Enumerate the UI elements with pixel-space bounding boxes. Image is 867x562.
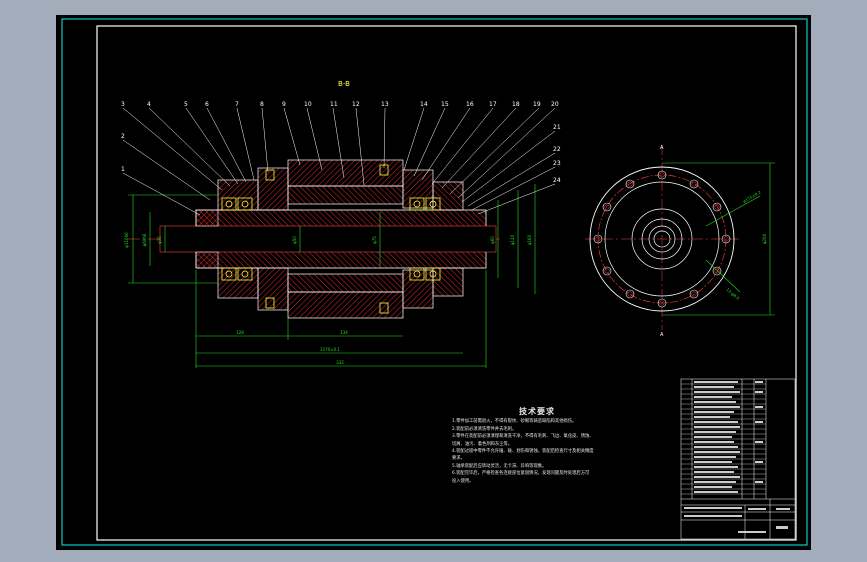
technical-requirements: 技术要求 1.零件加工前需退火，不得有裂纹、砂眼等铸造缺陷和其他损伤。 2.装配… [452,407,622,485]
part-number-11: 11 [330,101,338,108]
bom-text-blocks [684,381,790,533]
svg-text:φ35: φ35 [157,236,162,244]
view-cut-label-bottom: A [660,332,664,338]
part-number-2: 2 [121,133,125,140]
part-number-16: 16 [466,101,474,108]
requirement-line: 4.装配过程中零件不允许磕、碰、划伤和锈蚀，装配后检查尺寸及相关精度 [452,449,594,455]
svg-text:134: 134 [340,330,348,335]
requirement-line: 5.轴承装配后应转动灵活，无卡滞、异响等现象。 [452,463,547,469]
requirement-line: 投入使用。 [452,478,474,484]
section-label: B-B [338,80,350,88]
requirement-line: 6.装配完毕后，严格检查各连接部位紧固情况，发现问题及时处理后方可 [452,471,590,477]
part-number-9: 9 [282,101,286,108]
svg-text:φ110h6: φ110h6 [124,232,129,248]
svg-text:φ120: φ120 [510,234,515,245]
svg-text:φ200: φ200 [762,233,767,244]
bom-rows [681,383,766,495]
part-number-18: 18 [512,101,520,108]
part-number-8: 8 [260,101,264,108]
svg-text:φ60h6: φ60h6 [142,233,147,246]
part-number-1: 1 [121,166,125,173]
svg-text:φ60: φ60 [490,236,495,244]
svg-text:128: 128 [236,330,244,335]
svg-text:φ160: φ160 [527,234,532,245]
part-number-24: 24 [553,177,561,184]
part-number-7: 7 [235,101,239,108]
sheet-outer-border [61,18,808,546]
part-number-10: 10 [304,101,312,108]
section-view: φ110h6 φ60h6 φ35 φ50 φ75 φ60 φ120 φ160 1… [121,101,561,368]
part-number-21: 21 [553,124,561,131]
part-number-3: 3 [121,101,125,108]
part-number-15: 15 [441,101,449,108]
requirement-line: 1.零件加工前需退火，不得有裂纹、砂眼等铸造缺陷和其他损伤。 [452,419,577,425]
svg-text:332: 332 [336,360,344,365]
part-number-4: 4 [147,101,151,108]
svg-text:φ50: φ50 [292,236,297,244]
technical-requirements-title: 技术要求 [519,407,555,416]
svg-text:φ75: φ75 [372,236,377,244]
end-view: φ200 φ175±0.2 12-φ8.6 A A [585,145,775,338]
part-number-13: 13 [381,101,389,108]
part-number-20: 20 [551,101,559,108]
requirement-line: 3.零件在装配前必须清理和清洗干净，不得有毛刺、飞边、氧化皮、锈蚀、 [452,434,594,440]
part-number-22: 22 [553,146,561,153]
requirement-line: 要求。 [452,456,465,462]
sheet-inner-frame [96,25,797,541]
part-number-6: 6 [205,101,209,108]
requirement-line: 2.装配前必须清洗零件并去毛刺。 [452,426,517,432]
title-block [680,378,796,540]
part-number-5: 5 [184,101,188,108]
svg-text:1170±0.1: 1170±0.1 [320,347,340,352]
part-number-14: 14 [420,101,428,108]
part-number-17: 17 [489,101,497,108]
view-cut-label-top: A [660,145,664,151]
part-number-19: 19 [533,101,541,108]
part-number-23: 23 [553,160,561,167]
requirement-line: 切屑、油污、着色剂和灰尘等。 [452,441,513,447]
part-number-12: 12 [352,101,360,108]
